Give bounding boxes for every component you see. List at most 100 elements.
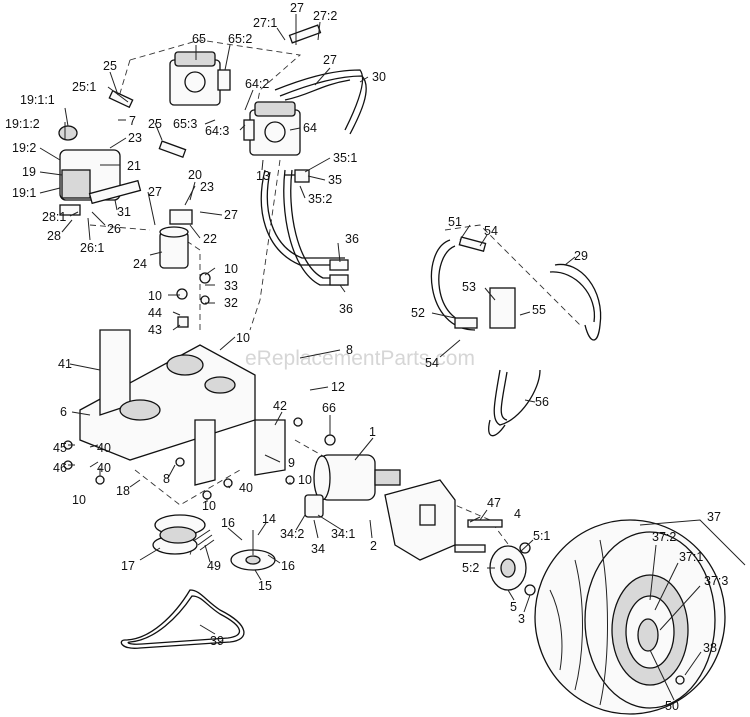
- tire-bracket: [639, 519, 746, 566]
- callout: 12: [331, 380, 345, 394]
- callout: 65:3: [173, 117, 197, 131]
- callout: 34:2: [280, 527, 304, 541]
- callout: 54: [425, 356, 439, 370]
- callout: 42: [273, 399, 287, 413]
- callout: 19:1:1: [20, 93, 55, 107]
- callout: 15: [258, 579, 272, 593]
- hydrostatic-pump-left: [169, 51, 231, 106]
- callout: 37:1: [679, 550, 703, 564]
- callout: 19:1:2: [5, 117, 40, 131]
- callout: 34:1: [331, 527, 355, 541]
- callout: 25: [148, 117, 162, 131]
- callout: 5: [510, 600, 517, 614]
- motor-mount-bracket: [384, 479, 456, 561]
- callout: 39: [210, 634, 224, 648]
- hub-bolts: [454, 519, 503, 553]
- wheel-hub: [489, 542, 536, 596]
- callout: 26: [107, 222, 121, 236]
- callout: 54: [484, 224, 498, 238]
- callout: 27: [290, 1, 304, 15]
- drive-belt: [120, 589, 245, 649]
- callout: 45: [53, 441, 67, 455]
- callout: 36: [339, 302, 353, 316]
- callout: 34: [311, 542, 325, 556]
- callout: 20: [188, 168, 202, 182]
- callout: 19:2: [12, 141, 36, 155]
- callout: 27: [323, 53, 337, 67]
- callout: 27: [224, 208, 238, 222]
- callout: 49: [207, 559, 221, 573]
- callout: 17: [121, 559, 135, 573]
- callout: 2: [370, 539, 377, 553]
- callout: 66: [322, 401, 336, 415]
- callout: 8: [163, 472, 170, 486]
- callout: 25: [103, 59, 117, 73]
- callout: 53: [462, 280, 476, 294]
- callout: 56: [535, 395, 549, 409]
- callout: 40: [97, 441, 111, 455]
- callout: 29: [574, 249, 588, 263]
- callout: 16: [281, 559, 295, 573]
- callout: 21: [127, 159, 141, 173]
- callout: 8: [346, 343, 353, 357]
- watermark: eReplacementParts.com: [245, 347, 475, 370]
- callout: 22: [203, 232, 217, 246]
- callout: 35:1: [333, 151, 357, 165]
- callout: 13: [256, 169, 270, 183]
- hydraulic-hoses: [260, 69, 602, 437]
- callout: 50: [665, 699, 679, 713]
- drive-tire: [534, 519, 726, 715]
- hydrostatic-pump-right: [243, 101, 301, 156]
- callout: 26:1: [80, 241, 104, 255]
- callout: 10: [148, 289, 162, 303]
- callout: 64:3: [205, 124, 229, 138]
- callout: 55: [532, 303, 546, 317]
- callout: 10: [202, 499, 216, 513]
- idler-pulley: [152, 514, 215, 555]
- callout: 27:1: [253, 16, 277, 30]
- callout: 40: [97, 461, 111, 475]
- callout: 10: [72, 493, 86, 507]
- callout: 19:1: [12, 186, 36, 200]
- callout: 14: [262, 512, 276, 526]
- callout: 65:2: [228, 32, 252, 46]
- callout: 10: [224, 262, 238, 276]
- callout: 19: [22, 165, 36, 179]
- callout: 18: [116, 484, 130, 498]
- motor-fitting: [304, 494, 324, 518]
- callout: 41: [58, 357, 72, 371]
- callout: 43: [148, 323, 162, 337]
- callout: 5:1: [533, 529, 550, 543]
- callout: 28: [47, 229, 61, 243]
- callout: 6: [60, 405, 67, 419]
- callout: 64:2: [245, 77, 269, 91]
- callout: 33: [224, 279, 238, 293]
- callout: 47: [487, 496, 501, 510]
- callout: 36: [345, 232, 359, 246]
- callout: 46: [53, 461, 67, 475]
- callout: 4: [514, 507, 521, 521]
- callout-labels: 27 27:1 27:2 65 65:2 25 25:1 27 30 64:2 …: [5, 1, 728, 713]
- callout: 31: [117, 205, 131, 219]
- callout: 30: [372, 70, 386, 84]
- callout: 35:2: [308, 192, 332, 206]
- callout: 3: [518, 612, 525, 626]
- callout: 35: [328, 173, 342, 187]
- callout: 10: [236, 331, 250, 345]
- callout: 32: [224, 296, 238, 310]
- callout: 40: [239, 481, 253, 495]
- wheel-motor: [313, 454, 401, 501]
- leader-lines: [39, 14, 702, 701]
- callout: 1: [369, 425, 376, 439]
- callout: 7: [129, 114, 136, 128]
- oil-reservoir: [58, 125, 121, 216]
- callout: 23: [128, 131, 142, 145]
- callout: 44: [148, 306, 162, 320]
- pump-mount-frame: [79, 329, 286, 486]
- callout: 38: [703, 641, 717, 655]
- callout: 23: [200, 180, 214, 194]
- callout: 9: [288, 456, 295, 470]
- callout: 16: [221, 516, 235, 530]
- callout: 37: [707, 510, 721, 524]
